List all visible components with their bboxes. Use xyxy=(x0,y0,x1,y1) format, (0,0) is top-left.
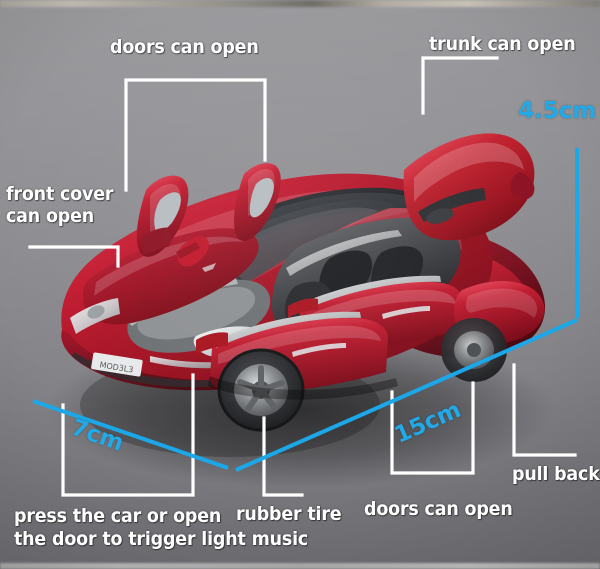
dimension-line-length xyxy=(235,318,578,472)
callout-front-cover-can-open-line1: front cover xyxy=(6,183,114,205)
callout-rubber-tire: rubber tire xyxy=(236,503,342,525)
background-top-edge xyxy=(0,0,600,7)
dimension-line-width xyxy=(32,399,229,470)
leader-rubber-tire xyxy=(262,416,304,497)
leader-pull-back xyxy=(512,363,577,457)
leader-trunk xyxy=(421,56,499,115)
leader-doors-bottom xyxy=(390,381,475,475)
callout-doors-can-open-bottom: doors can open xyxy=(364,498,513,520)
background-bottom-edge xyxy=(0,563,600,569)
callout-doors-can-open-top: doors can open xyxy=(110,36,259,58)
callout-press-car-line1: press the car or open xyxy=(14,505,222,527)
callout-front-cover-can-open-line2: can open xyxy=(6,205,95,227)
leader-doors-top xyxy=(124,78,267,192)
callout-pull-back: pull back xyxy=(512,463,600,485)
dimension-label-height: 4.5cm xyxy=(518,98,597,124)
callout-press-car-line2: the door to trigger light music xyxy=(14,528,309,550)
leader-press-car xyxy=(61,373,195,497)
callout-trunk-can-open: trunk can open xyxy=(429,33,576,55)
leader-front-cover xyxy=(28,245,120,268)
